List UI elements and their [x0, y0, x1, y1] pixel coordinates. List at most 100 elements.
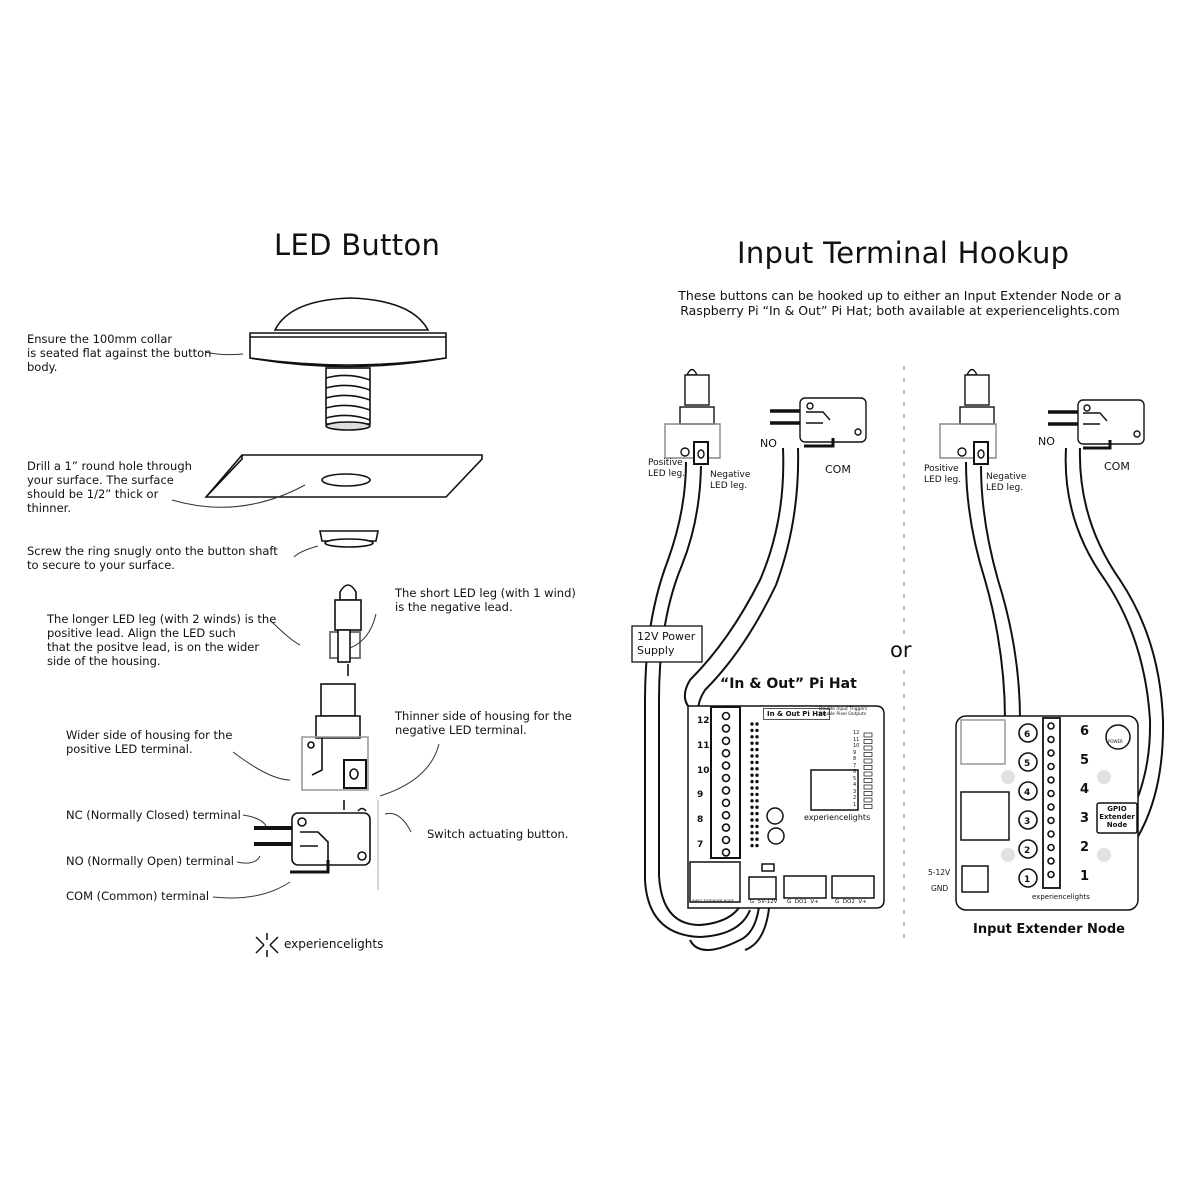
terminal-screw	[1047, 843, 1055, 852]
led-number-7: 7	[853, 762, 857, 769]
header-pin	[750, 779, 754, 784]
led-housing	[301, 683, 369, 791]
header-pin	[750, 818, 754, 822]
terminal-screw	[1047, 749, 1055, 757]
led-housing-right	[939, 368, 997, 465]
microswitch-diagram	[254, 800, 379, 890]
positive-leg-label: Positive LED leg.	[648, 458, 686, 479]
header-pin	[750, 741, 754, 745]
button-cap	[249, 297, 447, 368]
header-pin	[755, 767, 759, 771]
pi-hat-power-terminal-label: G 5V-12V	[750, 899, 778, 905]
pi-hat-nameplate-sub: Double Input Triggers Double Pixel Outpu…	[819, 707, 868, 717]
header-pin	[750, 722, 754, 726]
channel-led-number-4: 4	[1024, 788, 1031, 798]
pi-hat-board	[687, 705, 885, 909]
note-drill-hole: Drill a 1” round hole through your surfa…	[27, 459, 192, 515]
indicator-led	[863, 765, 873, 770]
header-pin	[755, 735, 759, 739]
terminal-screw	[721, 848, 731, 857]
channel-led-number-3: 3	[1024, 817, 1031, 827]
header-pin	[755, 792, 759, 797]
terminal-screw	[1047, 722, 1055, 730]
mounting-surface	[204, 454, 483, 498]
extender-terminal-screws	[1047, 722, 1055, 879]
note-wider-side: Wider side of housing for the positive L…	[66, 728, 233, 756]
channel-number-5: 5	[1080, 753, 1090, 768]
gpio-extender-label: GPIO Extender Node	[1099, 805, 1135, 829]
callout-lines	[171, 351, 440, 899]
terminal-screw	[721, 761, 731, 770]
terminal-screw	[1047, 762, 1055, 771]
header-pin	[755, 824, 759, 829]
header-pin	[750, 747, 754, 752]
terminal-screw	[721, 835, 731, 845]
extender-power-led-label: POWER	[1108, 739, 1123, 744]
mounting-hole	[1001, 770, 1015, 784]
negative-leg-label-right: Negative LED leg.	[986, 472, 1027, 493]
channel-led-number-2: 2	[1024, 846, 1031, 856]
header-pin	[755, 818, 759, 822]
mounting-hole	[1097, 848, 1111, 862]
led-number-4: 4	[853, 782, 857, 788]
channel-led	[1018, 810, 1038, 830]
note-ring: Screw the ring snugly onto the button sh…	[27, 544, 278, 572]
pi-hat-terminal-screws	[721, 711, 731, 857]
locking-ring	[319, 530, 379, 548]
brand-logo-mark	[255, 933, 279, 957]
indicator-led	[863, 778, 873, 783]
microswitch-left	[770, 397, 867, 448]
pi-hat-nameplate: In & Out Pi Hat	[763, 708, 831, 720]
channel-number-3: 3	[1080, 811, 1090, 826]
terminal-screw	[1047, 830, 1055, 838]
header-pin	[755, 741, 759, 745]
microswitch-right	[1048, 399, 1145, 450]
input-terminal-title: Input Terminal Hookup	[737, 236, 1070, 270]
com-label-right: COM	[1104, 460, 1130, 473]
com-label: COM	[825, 463, 851, 476]
led-number-2: 2	[853, 795, 857, 801]
note-long-leg: The longer LED leg (with 2 winds) is the…	[47, 612, 277, 668]
pi-hat-indicator-leds	[863, 732, 873, 809]
header-pin	[755, 843, 759, 848]
header-pin	[750, 754, 754, 758]
terminal-screw	[721, 786, 731, 795]
indicator-led	[863, 771, 873, 777]
header-pin	[750, 805, 754, 809]
header-pin	[750, 735, 754, 739]
header-pin	[750, 843, 754, 848]
indicator-led	[863, 804, 873, 809]
terminal-screw	[1047, 857, 1055, 865]
note-nc-terminal: NC (Normally Closed) terminal	[66, 808, 241, 822]
note-no-terminal: NO (Normally Open) terminal	[66, 854, 234, 868]
note-actuator: Switch actuating button.	[427, 827, 569, 841]
terminal-screw	[1047, 776, 1055, 784]
channel-number-2: 2	[1080, 840, 1090, 855]
mounting-hole	[1097, 770, 1111, 784]
led-number-12: 12	[853, 730, 860, 736]
note-thinner-side: Thinner side of housing for the negative…	[395, 709, 572, 737]
terminal-screw	[1047, 803, 1055, 811]
channel-led	[1018, 723, 1038, 743]
pi-hat-do2-label: G DO2 V+	[835, 899, 867, 905]
extender-brand: experiencelights	[1032, 893, 1090, 901]
or-separator: or	[890, 638, 912, 662]
header-pin	[755, 811, 759, 816]
indicator-led	[863, 745, 873, 751]
terminal-screw	[721, 748, 731, 758]
note-short-leg: The short LED leg (with 1 wind) is the n…	[395, 586, 576, 614]
terminal-screw	[721, 798, 731, 808]
extender-power-label: 5-12V	[928, 868, 951, 877]
terminal-number-7: 7	[697, 840, 704, 850]
header-pin	[755, 754, 759, 758]
indicator-led	[863, 752, 873, 757]
positive-leg-label-right: Positive LED leg.	[924, 464, 962, 485]
channel-number-6: 6	[1080, 724, 1090, 739]
led-housing-left	[664, 368, 721, 465]
header-pin	[755, 760, 759, 765]
terminal-number-8: 8	[697, 815, 704, 826]
header-pin	[755, 837, 759, 841]
threaded-shaft	[325, 367, 371, 431]
pi-hat-brand: experiencelights	[804, 813, 871, 822]
